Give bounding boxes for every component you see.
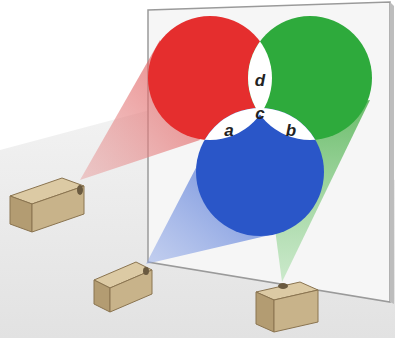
region-label: b (286, 122, 296, 139)
region-label: d (255, 72, 265, 89)
green-projector (256, 282, 318, 332)
screen-edge (390, 2, 394, 304)
screen (148, 2, 390, 302)
overlap-green-blue (196, 108, 324, 236)
region-label: c (255, 105, 264, 122)
overlap-red-blue (196, 108, 324, 236)
blue-circle (196, 108, 324, 236)
red-projector (10, 178, 84, 232)
blue-projector (94, 262, 152, 312)
region-label: a (224, 122, 233, 139)
